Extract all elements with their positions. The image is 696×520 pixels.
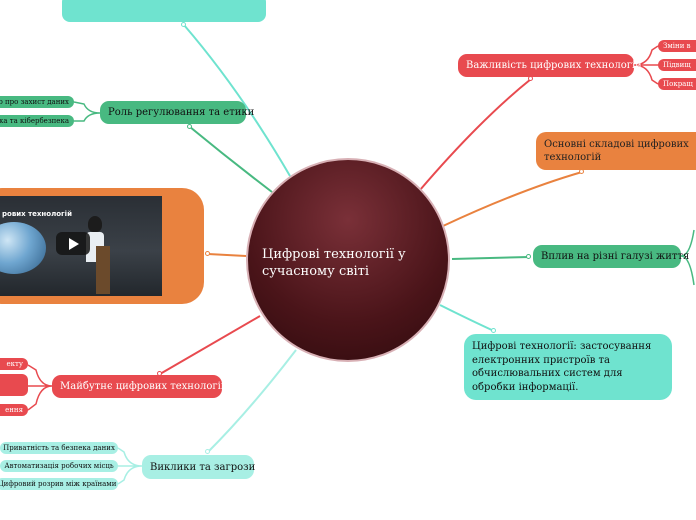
- podium: [96, 246, 110, 294]
- link-components: [442, 171, 583, 227]
- link-importance-leaves: [633, 45, 659, 85]
- challenges-leaf-2[interactable]: Автоматизація робочих місць: [0, 460, 118, 472]
- globe-image: [0, 222, 46, 274]
- definition-label: Цифрові технології: застосування електро…: [472, 341, 652, 393]
- regulation-label: Роль регулювання та етики: [108, 107, 255, 118]
- link-impact: [451, 256, 530, 260]
- components-label: Основні складові цифрових технологій: [544, 139, 689, 163]
- impact-label: Вплив на різні галузі життя: [541, 251, 690, 262]
- connector-dot: [205, 449, 210, 454]
- impact-node[interactable]: Вплив на різні галузі життя: [533, 245, 689, 268]
- connector-dot: [526, 254, 531, 259]
- regulation-leaf-2[interactable]: ка та кібербезпека: [0, 115, 74, 127]
- connector-dot: [205, 251, 210, 256]
- video-thumbnail[interactable]: рових технологій: [0, 196, 162, 296]
- connector-dot: [187, 124, 192, 129]
- future-leaf-1[interactable]: екту: [0, 358, 28, 370]
- play-icon[interactable]: [56, 232, 90, 255]
- importance-leaf-2[interactable]: Підвищ: [658, 59, 696, 71]
- future-node[interactable]: Майбутнє цифрових технологій: [52, 375, 227, 398]
- link-challenges: [207, 349, 297, 453]
- link-future: [159, 315, 261, 375]
- future-leaf-3[interactable]: ення: [0, 404, 28, 416]
- components-node[interactable]: Основні складові цифрових технологій: [536, 132, 696, 170]
- regulation-node[interactable]: Роль регулювання та етики: [100, 101, 254, 124]
- link-challenges-leaves: [117, 447, 143, 485]
- video-caption: рових технологій: [2, 210, 72, 218]
- link-top: [183, 24, 291, 177]
- challenges-leaf-3[interactable]: Цифровий розрив між країнами: [0, 478, 118, 490]
- regulation-leaf-1[interactable]: о про захист даних: [0, 96, 74, 108]
- link-importance: [419, 78, 532, 191]
- connector-dot: [181, 22, 186, 27]
- link-video: [207, 253, 247, 257]
- link-definition: [439, 304, 495, 332]
- link-impact-out: [680, 229, 695, 286]
- challenges-node[interactable]: Виклики та загрози: [142, 455, 256, 479]
- future-leaf-2[interactable]: [0, 374, 28, 396]
- link-regulation: [189, 126, 273, 193]
- connector-dot: [157, 371, 162, 376]
- connector-dot: [579, 169, 584, 174]
- link-future-leaves: [27, 364, 53, 411]
- importance-label: Важливість цифрових технологій: [466, 60, 642, 71]
- top-node[interactable]: [62, 0, 266, 22]
- connector-dot: [491, 328, 496, 333]
- challenges-title: Виклики та загрози: [150, 461, 256, 473]
- future-label: Майбутнє цифрових технологій: [60, 381, 228, 392]
- challenges-leaf-1[interactable]: Приватність та безпека даних: [0, 442, 118, 454]
- connector-dot: [528, 76, 533, 81]
- presenter-figure: [88, 216, 102, 232]
- center-title: Цифрові технології у сучасному світі: [262, 247, 406, 279]
- importance-node[interactable]: Важливість цифрових технологій: [458, 54, 642, 77]
- center-node[interactable]: Цифрові технології у сучасному світі: [246, 158, 450, 362]
- importance-leaf-3[interactable]: Покращ: [658, 78, 696, 90]
- importance-leaf-1[interactable]: Зміни в: [658, 40, 696, 52]
- definition-node[interactable]: Цифрові технології: застосування електро…: [464, 334, 672, 400]
- link-regulation-leaves: [73, 101, 101, 122]
